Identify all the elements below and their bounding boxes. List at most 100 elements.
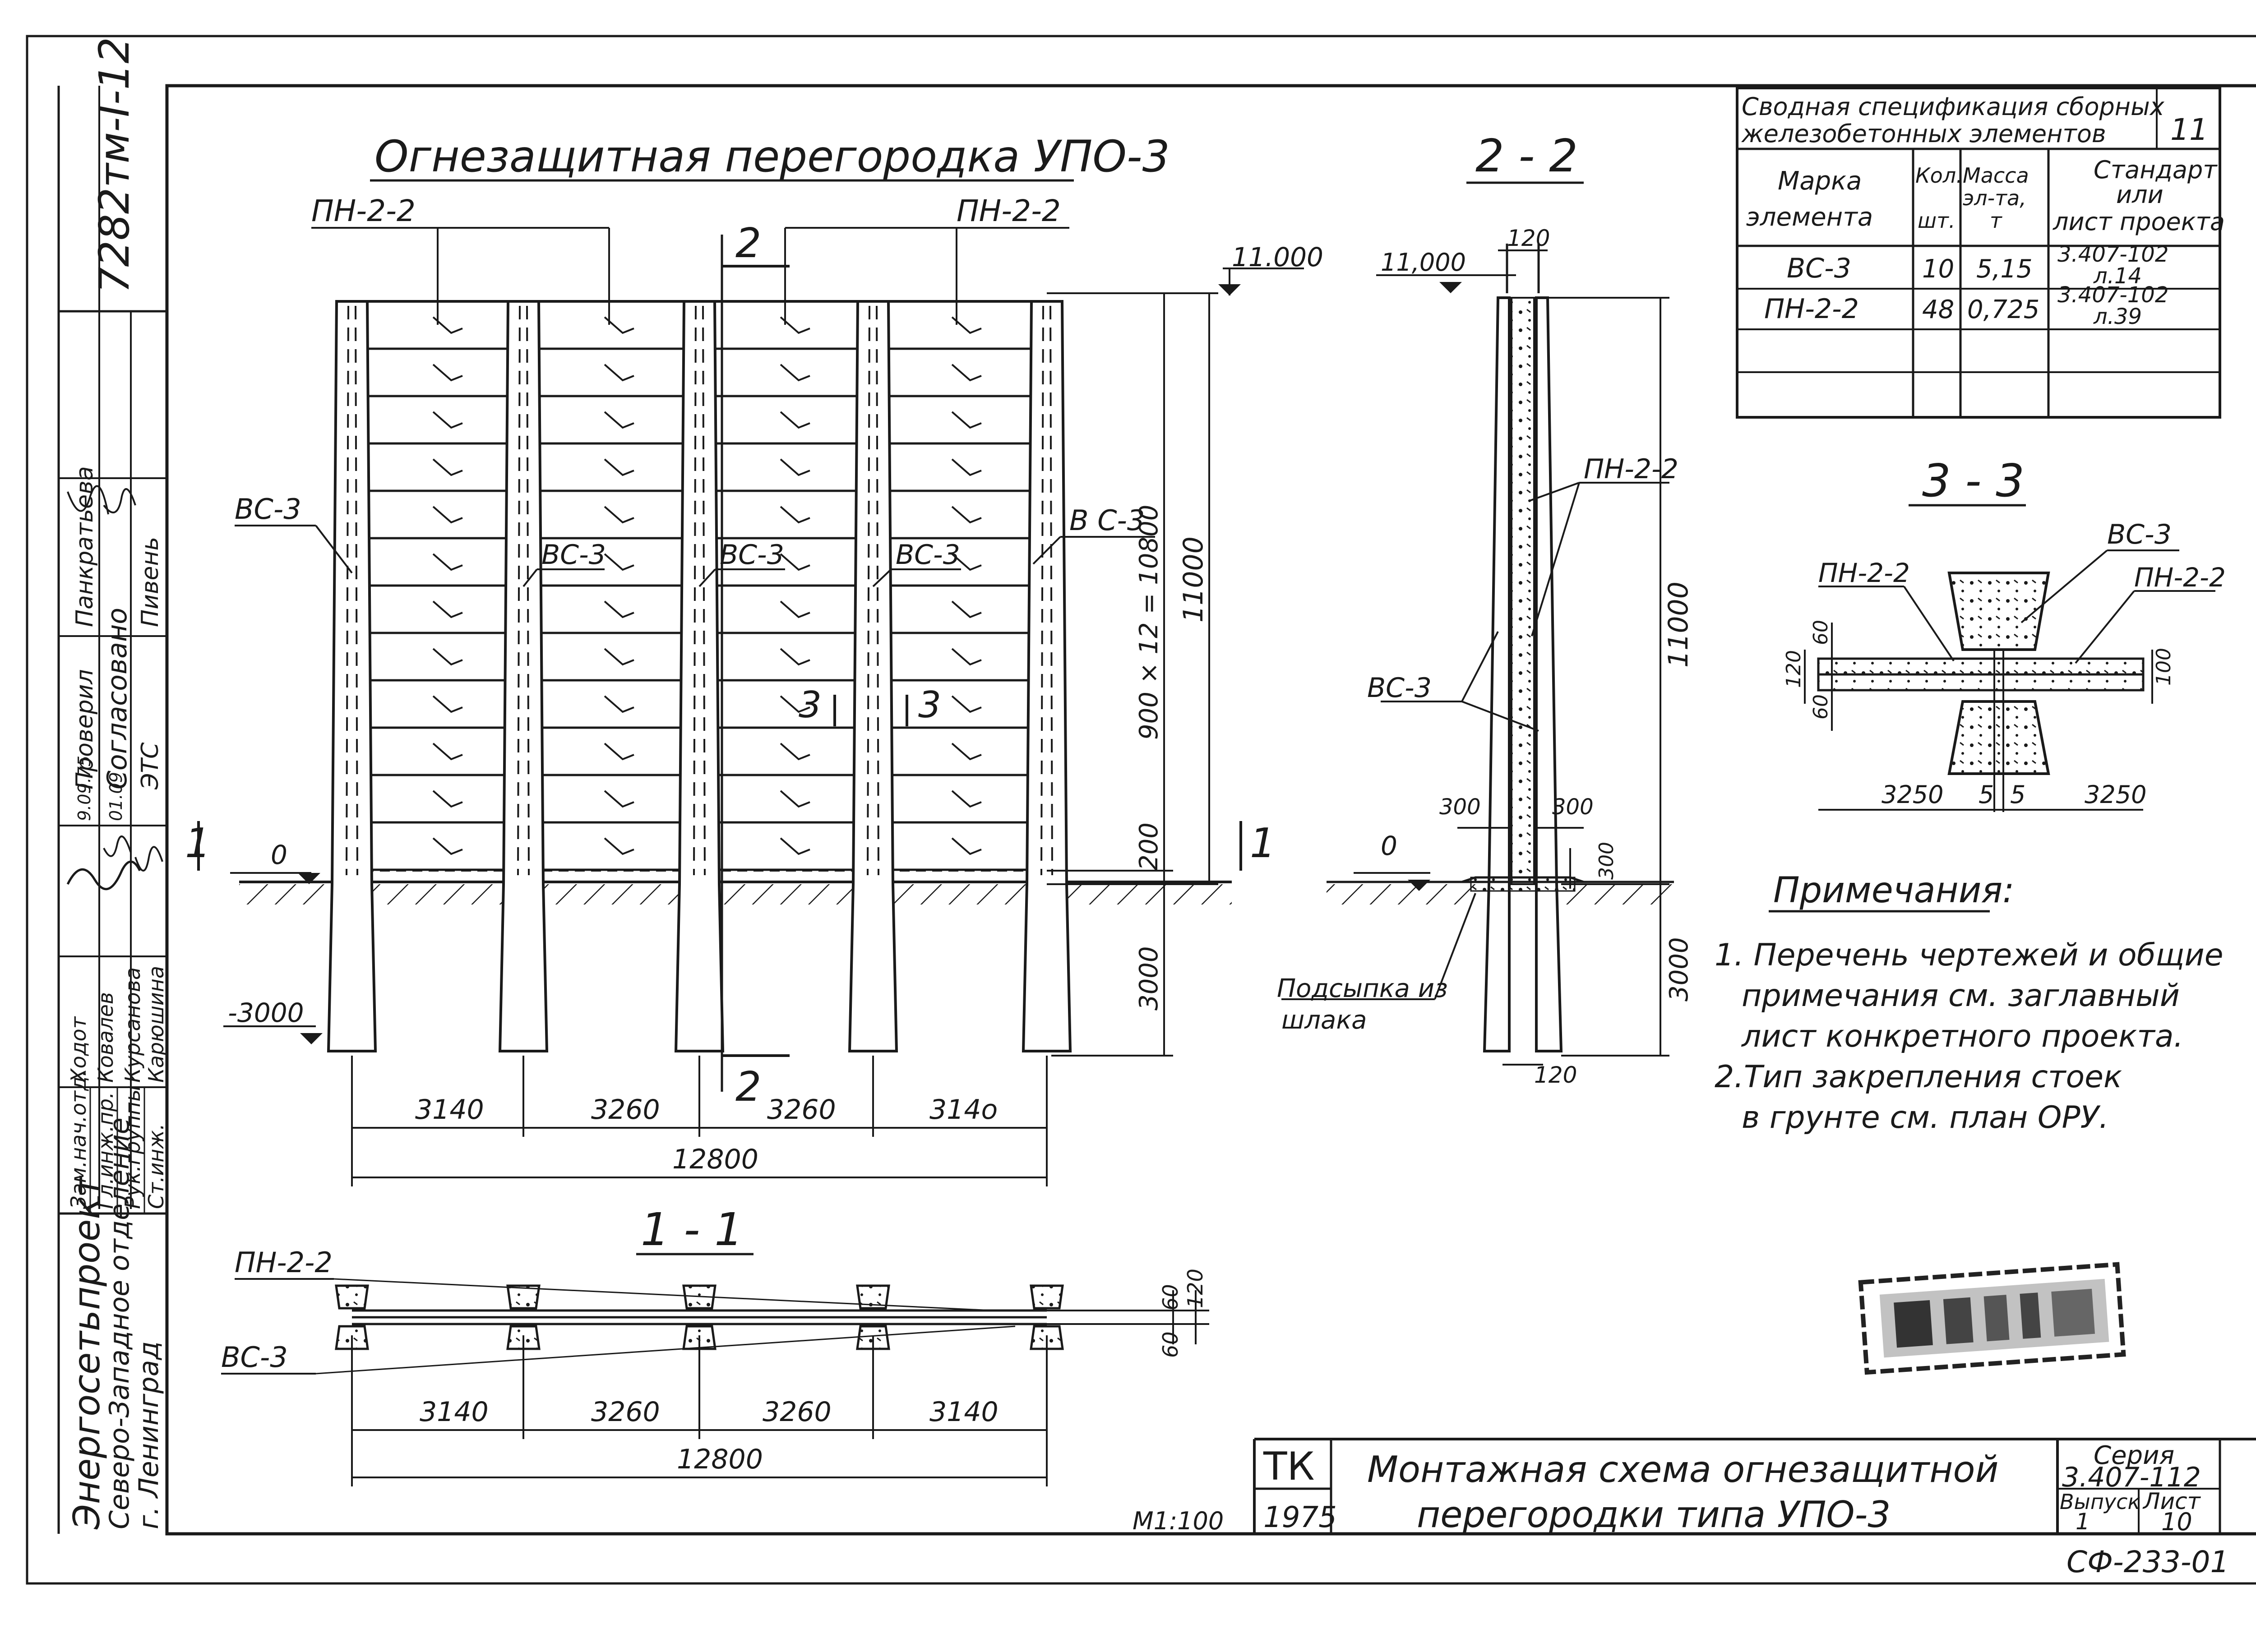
org-city: г. Ленинград — [133, 1341, 165, 1529]
panel-hook — [951, 743, 982, 761]
spec-row2-mark: ПН-2-2 — [1764, 293, 1859, 325]
level-zero: 0 — [271, 840, 287, 870]
dim-11000-elev: 11000 — [1178, 536, 1209, 623]
column-vs3 — [848, 300, 898, 1052]
dim-3260-d: 3260 — [763, 1396, 832, 1428]
dim-200-elev: 200 — [1134, 822, 1164, 871]
section-3-3-title: 3 - 3 — [1922, 454, 2025, 507]
dim-3260-c: 3260 — [591, 1396, 660, 1428]
ground-hatch — [239, 884, 1232, 904]
name-4: Карюшина — [144, 966, 168, 1083]
panel-hook — [780, 506, 810, 524]
level-top-2-2: 11,000 — [1381, 248, 1466, 277]
section-2-top: 2 — [735, 220, 761, 267]
org-strip — [57, 86, 168, 1534]
note-line-5: в грунте см. план ОРУ. — [1742, 1100, 2109, 1135]
dim-11000-2-2: 11000 — [1663, 581, 1694, 668]
spec-col-mass-3: т — [1990, 208, 2002, 233]
panel-hook — [951, 553, 982, 571]
section-3-right: 3 — [918, 684, 941, 726]
note-line-1: 1. Перечень чертежей и общие — [1715, 937, 2224, 973]
dim-12800-b: 12800 — [677, 1444, 763, 1475]
note-line-3: лист конкретного проекта. — [1741, 1019, 2183, 1054]
dim-60-plan-b: 60 — [1158, 1331, 1183, 1358]
mark-vs-right: В С-3 — [1069, 504, 1145, 537]
spec-row1-mass: 5,15 — [1976, 254, 2033, 284]
section-1-left: 1 — [185, 820, 211, 867]
level-top: 11.000 — [1232, 242, 1323, 272]
mark-pn-left: ПН-2-2 — [311, 194, 416, 228]
panel-hook — [951, 411, 982, 429]
column-vs3 — [674, 300, 725, 1052]
dim-900x12: 900 × 12 = 10800 — [1134, 505, 1164, 740]
panel-core — [1511, 297, 1535, 885]
archive-stamp — [1858, 1262, 2126, 1375]
fill-note-2: шлака — [1281, 1006, 1367, 1035]
title-line-1: Монтажная схема огнезащитной — [1367, 1449, 1998, 1490]
column-vs3 — [1022, 300, 1072, 1052]
column-hidden-line — [355, 305, 358, 876]
dim-60-a: 60 — [1809, 620, 1832, 645]
mark-vs-1: ВС-3 — [541, 539, 606, 571]
panel-hook — [432, 743, 463, 761]
plan-view — [335, 1284, 1209, 1350]
dim-3140-a: 3140 — [415, 1094, 484, 1126]
spec-title-1: Сводная спецификация сборных — [1742, 92, 2165, 121]
date-1: 9.09.75 — [74, 756, 94, 821]
column-hidden-line — [526, 305, 530, 876]
panel-hook — [432, 458, 463, 476]
date-2: 01.09 — [106, 772, 126, 821]
title-line-2: перегородки типа УПО-3 — [1417, 1494, 1891, 1536]
checked-label: Проверил — [71, 669, 98, 789]
panel-hook — [951, 648, 982, 666]
panel-hook — [780, 837, 810, 855]
panel-hook — [780, 600, 810, 618]
panel-hook — [432, 648, 463, 666]
panel-hook — [780, 316, 810, 334]
spec-col-std-2: или — [2116, 180, 2164, 209]
elevation-vertical-dims — [1047, 292, 1218, 1057]
panel-hook — [432, 316, 463, 334]
dim-120-bottom: 120 — [1534, 1062, 1577, 1088]
column-hidden-line — [517, 305, 521, 876]
spec-row2-qty: 48 — [1922, 295, 1954, 324]
column-vs3 — [327, 300, 377, 1052]
mark-pn-plan: ПН-2-2 — [235, 1246, 333, 1279]
column-hidden-line — [693, 305, 697, 876]
dim-300-right: 300 — [1552, 794, 1594, 820]
plan-column-top — [1030, 1284, 1064, 1310]
dim-3000-elev: 3000 — [1134, 946, 1164, 1011]
column-hidden-line — [702, 305, 706, 876]
panel-hook — [951, 695, 982, 713]
detail-3-3 — [1804, 549, 2215, 812]
sheet-label: Лист — [2142, 1488, 2201, 1514]
main-title: Огнезащитная перегородка УПО-3 — [374, 131, 1170, 182]
sheet-number: 10 — [2161, 1508, 2192, 1536]
dim-100: 100 — [2152, 648, 2175, 686]
panel-hook — [951, 837, 982, 855]
dim-120-plan: 120 — [1183, 1269, 1207, 1308]
org-branch: Северо-Западное отделение — [104, 1117, 135, 1529]
dim-12800-a: 12800 — [672, 1144, 758, 1175]
spec-col-std-3: лист проекта — [2053, 208, 2225, 236]
level-bottom: -3000 — [228, 997, 304, 1028]
panel-hook — [951, 790, 982, 808]
section-1-1-title: 1 - 1 — [641, 1203, 743, 1256]
column-section-2-2 — [1281, 244, 1674, 1066]
dim-120-top: 120 — [1507, 225, 1550, 251]
column-hidden-line — [1049, 305, 1053, 876]
column-hidden-line — [1040, 305, 1044, 876]
panel-hook — [780, 743, 810, 761]
panel-hook — [604, 695, 634, 713]
column-hidden-line — [876, 305, 879, 876]
spec-col-qty-2: шт. — [1918, 208, 1956, 233]
panel-hook — [432, 411, 463, 429]
section-1-right: 1 — [1250, 820, 1276, 867]
panel-hook — [951, 458, 982, 476]
role-2: Гл.инж.пр. — [93, 1092, 118, 1209]
title-year: 1975 — [1263, 1501, 1337, 1534]
panel-hook — [432, 364, 463, 382]
role-3: Рук.группы — [120, 1085, 145, 1209]
mark-vs-plan: ВС-3 — [221, 1341, 288, 1374]
